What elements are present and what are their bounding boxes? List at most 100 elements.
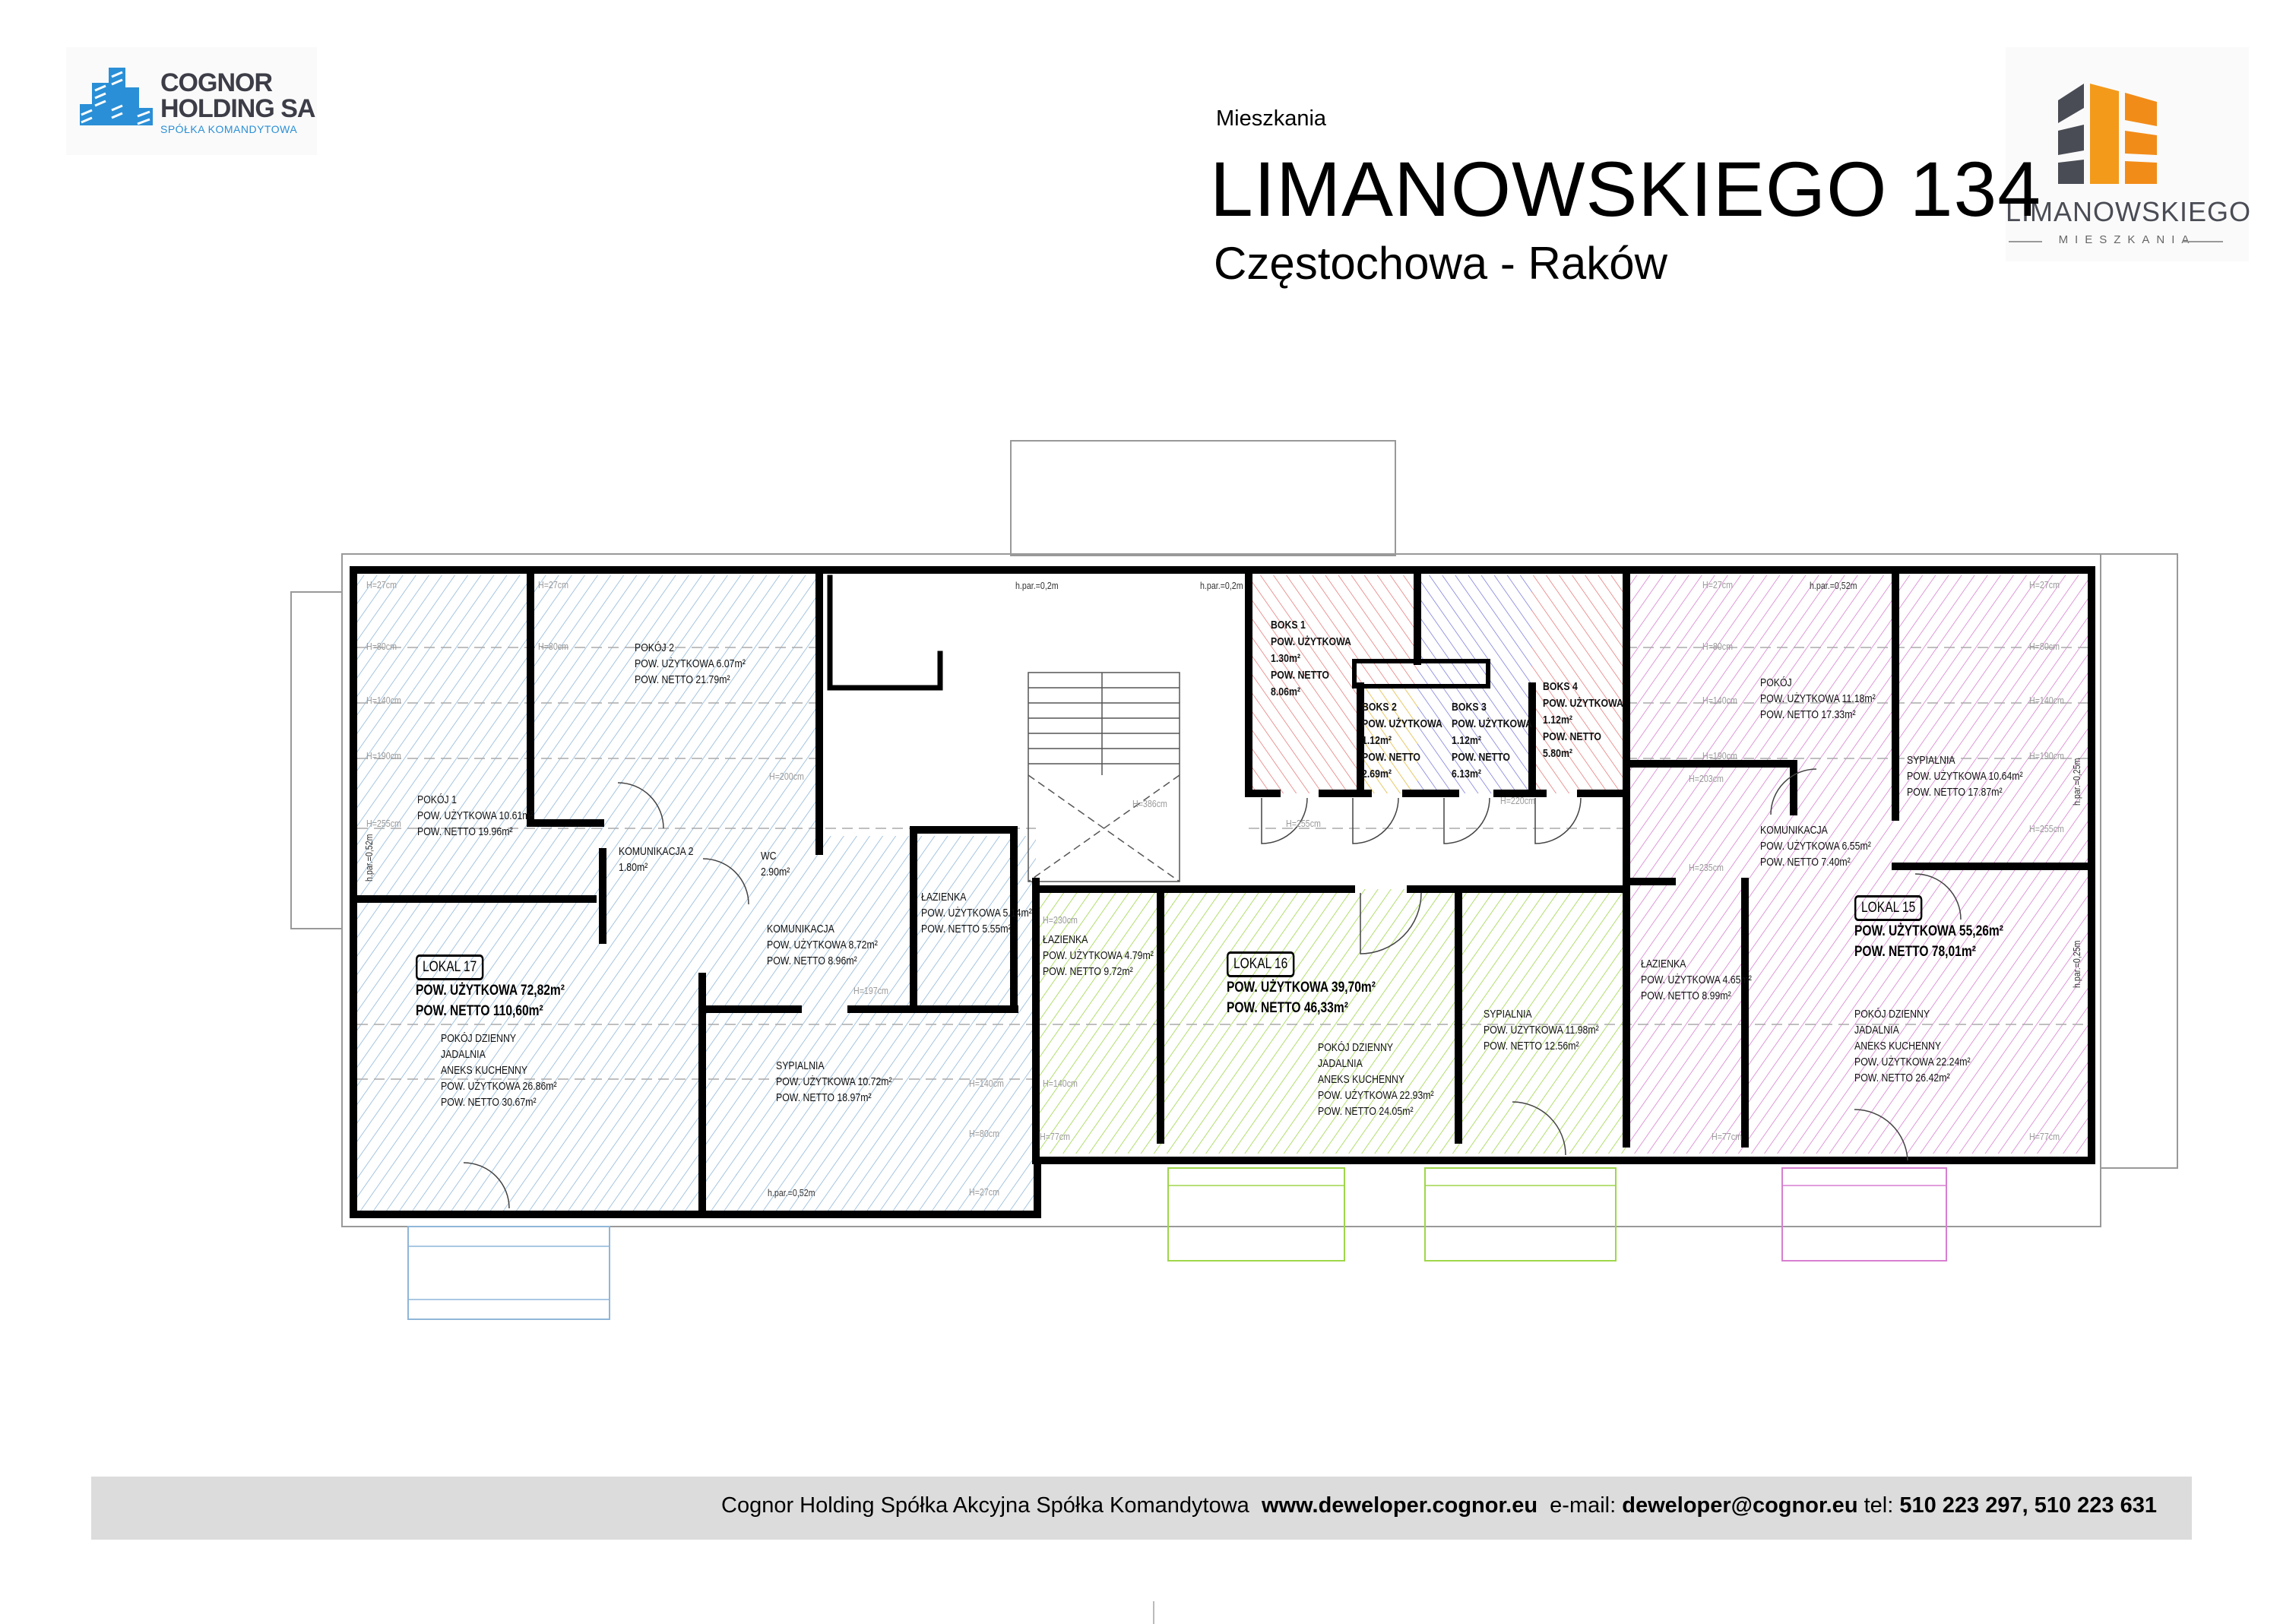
room-name: SYPIALNIA <box>776 1059 825 1072</box>
side-projection <box>290 591 343 929</box>
boks-usable-label: POW. UŻYTKOWA <box>1543 697 1623 710</box>
logo-line2: HOLDING SA <box>160 94 315 123</box>
room-area-net: POW. NETTO 12.56m² <box>1484 1040 1579 1053</box>
room-area-net: POW. NETTO 30.67m² <box>441 1096 537 1109</box>
buildings-icon <box>80 68 153 125</box>
boks-name: BOKS 2 <box>1362 701 1397 714</box>
boks-net-value: 2.69m² <box>1362 768 1392 780</box>
room-name: POKÓJ <box>1760 676 1792 689</box>
room-area-net: POW. NETTO 21.79m² <box>635 673 730 686</box>
room-name: ANEKS KUCHENNY <box>1318 1073 1405 1086</box>
height-label: H=140cm <box>969 1078 1004 1089</box>
lokal-15-summary: LOKAL 15 POW. UŻYTKOWA 55,26m² POW. NETT… <box>1854 895 2003 962</box>
height-label: H=140cm <box>366 695 401 706</box>
height-label: H=235cm <box>1689 862 1724 873</box>
room-area-usable: POW. UŻYTKOWA 6.55m² <box>1760 840 1871 853</box>
logo-name: LIMANOWSKIEGO <box>2006 196 2252 227</box>
parapet-label: h.par.=0,2m <box>1015 580 1059 591</box>
boks-usable-value: 1.12m² <box>1543 714 1572 727</box>
lokal-area-usable: POW. UŻYTKOWA 55,26m² <box>1854 923 2003 939</box>
room-area-net: POW. NETTO 19.96m² <box>417 825 513 838</box>
page-title: LIMANOWSKIEGO 134 <box>1210 146 2041 233</box>
lokal-badge: LOKAL 15 <box>1854 895 1923 921</box>
website-link[interactable]: www.deweloper.cognor.eu <box>1261 1493 1538 1518</box>
room-label-sypialnia-16: SYPIALNIA POW. UŻYTKOWA 11.98m² POW. NET… <box>1484 1006 1599 1054</box>
divider <box>2182 241 2223 242</box>
boks-net-value: 8.06m² <box>1271 685 1300 698</box>
room-name: ANEKS KUCHENNY <box>441 1064 528 1077</box>
room-area-usable: POW. UŻYTKOWA 22.24m² <box>1854 1056 1971 1068</box>
room-area: 1.80m² <box>619 861 648 874</box>
room-area-usable: POW. UŻYTKOWA 11.18m² <box>1760 692 1876 705</box>
room-label-sypialnia-17: SYPIALNIA POW. UŻYTKOWA 10.72m² POW. NET… <box>776 1058 892 1106</box>
boks-name: BOKS 4 <box>1543 680 1578 693</box>
height-label: H=230cm <box>1043 914 1078 926</box>
height-label: H=27cm <box>1702 579 1734 590</box>
room-area-net: POW. NETTO 17.87m² <box>1907 786 2003 799</box>
lokal-badge: LOKAL 17 <box>416 954 484 980</box>
boks-usable-label: POW. UŻYTKOWA <box>1452 717 1532 730</box>
room-name: WC <box>761 850 777 863</box>
logo-line3: SPÓŁKA KOMANDYTOWA <box>160 123 298 135</box>
height-label: H=27cm <box>969 1186 1000 1198</box>
tel-label: tel: <box>1864 1493 1894 1518</box>
height-label: H=190cm <box>366 750 401 761</box>
room-name: ŁAZIENKA <box>921 891 967 904</box>
balcony-lokal-16 <box>1167 1167 1345 1262</box>
lokal-area-usable: POW. UŻYTKOWA 39,70m² <box>1227 980 1376 996</box>
room-label-komunikacja-2: KOMUNIKACJA 2 1.80m² <box>619 844 693 875</box>
boks-net-label: POW. NETTO <box>1543 730 1602 743</box>
height-label: H=80cm <box>1702 641 1734 652</box>
header-subtitle: Mieszkania <box>1216 106 1327 131</box>
room-name: KOMUNIKACJA <box>1760 824 1828 837</box>
company-name: Cognor Holding Spółka Akcyjna Spółka Kom… <box>721 1493 1249 1518</box>
room-name: POKÓJ DZIENNY <box>1318 1041 1394 1054</box>
height-label: H=203cm <box>1689 773 1724 784</box>
room-area-usable: POW. UŻYTKOWA 10.64m² <box>1907 770 2023 783</box>
logo-line1: COGNOR <box>160 68 273 97</box>
boks-usable-value: 1.12m² <box>1362 734 1392 747</box>
room-name: KOMUNIKACJA 2 <box>619 845 694 858</box>
boks-net-value: 5.80m² <box>1543 747 1572 760</box>
email-label: e-mail: <box>1550 1493 1617 1518</box>
limanowskiego-logo: LIMANOWSKIEGO MIESZKANIA <box>2006 47 2252 261</box>
parapet-label: h.par.=0,52m <box>1810 580 1857 591</box>
room-area: 2.90m² <box>761 866 790 878</box>
height-label: H=255cm <box>2029 823 2064 834</box>
room-label-lazienka-15: ŁAZIENKA POW. UŻYTKOWA 4.65m² POW. NETTO… <box>1641 956 1752 1004</box>
height-label: H=200cm <box>769 771 804 782</box>
room-area-net: POW. NETTO 5.55m² <box>921 923 1012 935</box>
room-name: POKÓJ DZIENNY <box>441 1032 517 1045</box>
boks-name: BOKS 3 <box>1452 701 1487 714</box>
room-label-komunikacja-17: KOMUNIKACJA POW. UŻYTKOWA 8.72m² POW. NE… <box>767 921 878 969</box>
lokal-16-area <box>1036 889 1626 1154</box>
room-area-usable: POW. UŻYTKOWA 5.14m² <box>921 907 1032 920</box>
boks-usable-value: 1.30m² <box>1271 652 1300 665</box>
room-area-usable: POW. UŻYTKOWA 4.79m² <box>1043 949 1154 962</box>
height-label: H=255cm <box>1286 818 1321 829</box>
parapet-label: h.par.=0,52m <box>768 1187 815 1198</box>
parapet-label: h.par.=0,25m <box>2071 758 2082 806</box>
parapet-label: h.par.=0,25m <box>2071 940 2082 988</box>
room-area-net: POW. NETTO 7.40m² <box>1760 856 1851 869</box>
boks-usable-value: 1.12m² <box>1452 734 1481 747</box>
divider <box>2009 241 2042 242</box>
height-label: H=140cm <box>1043 1078 1078 1089</box>
room-label-pokoj-dzienny-16: POKÓJ DZIENNY JADALNIA ANEKS KUCHENNY PO… <box>1318 1040 1434 1119</box>
height-label: H=27cm <box>366 579 397 590</box>
height-label: H=140cm <box>1702 695 1737 706</box>
boks-4-label: BOKS 4 POW. UŻYTKOWA 1.12m² POW. NETTO 5.80m… <box>1543 679 1623 762</box>
email-link[interactable]: deweloper@cognor.eu <box>1622 1493 1858 1518</box>
boks-2-area <box>1360 686 1417 793</box>
lokal-area-usable: POW. UŻYTKOWA 72,82m² <box>416 983 565 999</box>
room-area-usable: POW. UŻYTKOWA 8.72m² <box>767 939 878 951</box>
height-label: H=80cm <box>969 1128 1000 1139</box>
height-label: H=386cm <box>1132 798 1167 809</box>
room-label-sypialnia-15: SYPIALNIA POW. UŻYTKOWA 10.64m² POW. NET… <box>1907 752 2023 800</box>
room-area-usable: POW. UŻYTKOWA 11.98m² <box>1484 1024 1599 1037</box>
height-label: H=220cm <box>1500 795 1535 806</box>
room-label-lazienka-16: ŁAZIENKA POW. UŻYTKOWA 4.79m² POW. NETTO… <box>1043 932 1154 980</box>
